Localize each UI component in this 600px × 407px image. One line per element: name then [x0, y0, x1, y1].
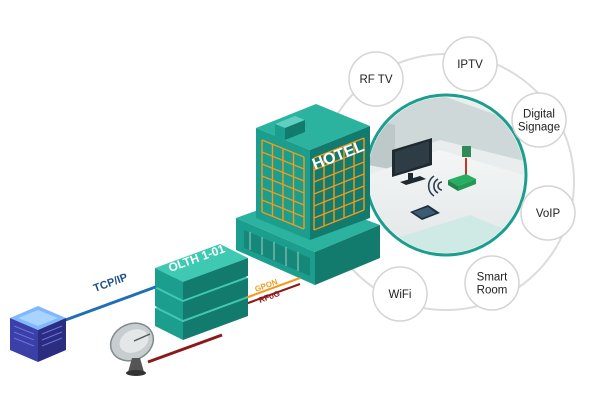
hotel-building: HOTEL	[236, 104, 380, 285]
service-label: WiFi	[389, 289, 412, 301]
server-icon	[10, 306, 66, 362]
rfog-link	[239, 283, 301, 307]
service-label: Signage	[518, 122, 560, 134]
service-label: RF TV	[359, 74, 392, 86]
service-bubble-iptv: IPTV	[442, 36, 498, 92]
service-label: Smart	[477, 272, 508, 284]
tablet-icon	[410, 205, 440, 220]
service-bubble-wifi: WiFi	[372, 266, 428, 322]
gpon-link	[239, 277, 301, 301]
satellite-dish-icon	[109, 322, 155, 376]
room-zoom-circle	[364, 93, 528, 257]
service-bubble-voip: VoIP	[520, 185, 576, 241]
tcpip-label: TCP/IP	[92, 271, 129, 294]
set-top-box-icon	[448, 174, 476, 191]
wifi-signal-icon	[427, 175, 443, 197]
service-label: Room	[477, 285, 508, 297]
service-bubble-rf-tv: RF TV	[348, 51, 404, 107]
olt-chassis: OLTH 1-01	[155, 241, 248, 340]
service-label: Digital	[523, 109, 555, 121]
tv-icon	[392, 138, 432, 185]
service-label: IPTV	[457, 59, 483, 71]
rf-link	[147, 333, 223, 364]
service-label: VoIP	[536, 208, 561, 220]
